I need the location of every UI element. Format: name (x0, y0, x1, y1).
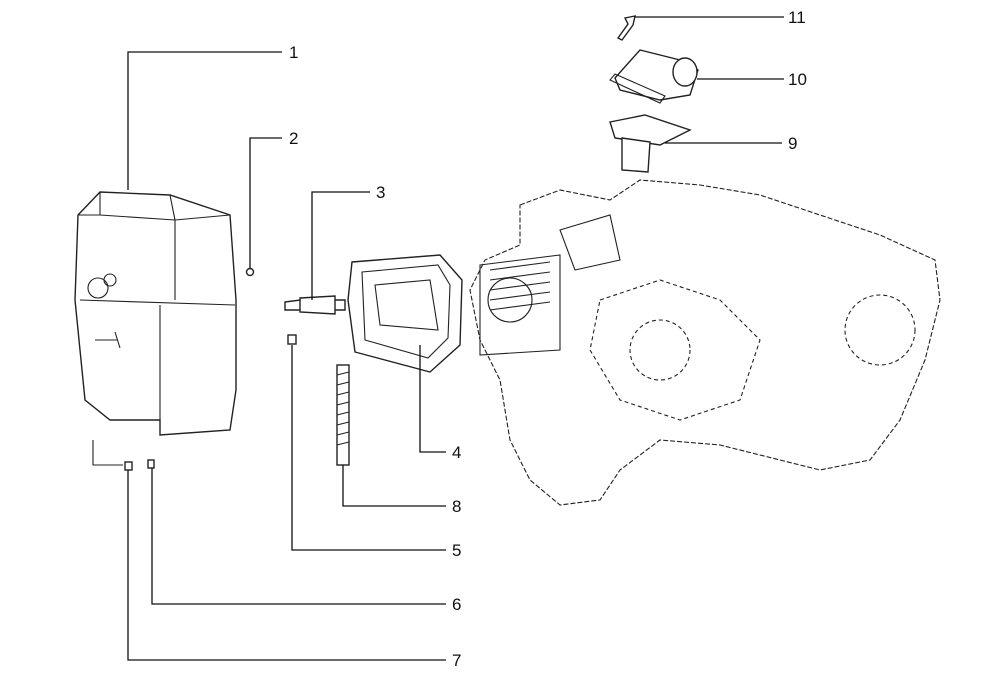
callout-6: 6 (452, 595, 462, 614)
callout-7: 7 (452, 651, 462, 670)
cylinder-head-cover (74, 191, 237, 436)
callout-8: 8 (452, 497, 462, 516)
callout-9: 9 (788, 134, 798, 153)
callout-11: 11 (788, 8, 806, 27)
callout-3: 3 (376, 183, 386, 202)
callout-5: 5 (452, 541, 462, 560)
leader-lines (127, 16, 784, 661)
callout-1: 1 (289, 43, 299, 62)
engine-crankcase (469, 179, 941, 506)
callout-10: 10 (788, 70, 807, 89)
callout-4: 4 (452, 443, 462, 462)
callout-2: 2 (289, 129, 299, 148)
small-parts (92, 15, 699, 471)
